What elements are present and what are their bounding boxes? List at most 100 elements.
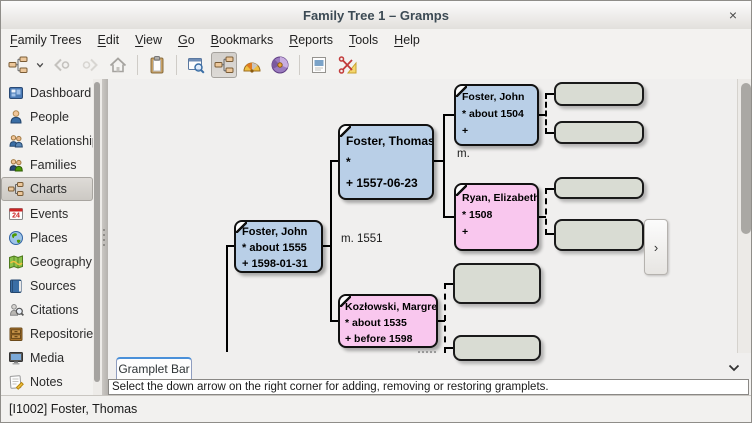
menu-edit[interactable]: Edit xyxy=(97,33,120,47)
sidebar-item-notes[interactable]: Notes xyxy=(1,370,93,394)
toolbar-separator xyxy=(299,55,300,75)
pedigree-view-button[interactable] xyxy=(5,52,31,78)
sidebar-item-label: Relationships xyxy=(30,134,106,149)
connector-line xyxy=(443,114,454,116)
canvas-scrollbar-thumb[interactable] xyxy=(741,83,751,234)
back-button[interactable] xyxy=(49,52,75,78)
fan-chart-button[interactable] xyxy=(239,52,265,78)
charts-icon xyxy=(8,182,24,197)
sidebar-item-label: Families xyxy=(30,158,77,173)
sidebar-item-sources[interactable]: Sources xyxy=(1,274,93,298)
sidebar-item-label: Repositories xyxy=(30,326,100,341)
category-sidebar: Dashboard People Relationships Families … xyxy=(1,79,105,395)
gramplet-collapse-button[interactable] xyxy=(725,361,743,375)
person-name: Foster, John xyxy=(462,91,525,103)
back-arrow-icon xyxy=(54,58,70,72)
sidebar-item-repositories[interactable]: Repositories xyxy=(1,322,99,346)
marriage-label: m. xyxy=(457,148,470,160)
pedigree-canvas: Foster, John * about 1555 + 1598-01-31 F… xyxy=(108,79,751,379)
connector-line-dashed xyxy=(546,188,554,190)
sidebar-item-events[interactable]: 24 Events xyxy=(1,201,93,225)
sidebar-item-families[interactable]: Families xyxy=(1,153,93,177)
connector-line-dashed xyxy=(438,320,445,322)
person-box-active[interactable]: Foster, John * about 1555 + 1598-01-31 xyxy=(234,220,323,273)
menu-reports[interactable]: Reports xyxy=(289,33,333,47)
pedigree-icon xyxy=(8,56,28,73)
empty-person-box[interactable] xyxy=(554,121,644,144)
full-circle-fan-chart-button[interactable] xyxy=(267,52,293,78)
menu-family-trees[interactable]: Family Trees xyxy=(10,33,82,47)
connector-line-dashed xyxy=(445,283,453,285)
pane-splitter[interactable] xyxy=(102,79,108,395)
title-bar: Family Tree 1 – Gramps × xyxy=(1,1,751,30)
forward-button[interactable] xyxy=(77,52,103,78)
person-box-grandmother[interactable]: Ryan, Elizabeth * 1508 + xyxy=(454,183,539,251)
notes-icon xyxy=(9,375,24,391)
sidebar-item-label: Geography xyxy=(30,254,92,269)
menu-view[interactable]: View xyxy=(135,33,162,47)
connector-line-dashed xyxy=(545,188,547,235)
menu-bookmarks[interactable]: Bookmarks xyxy=(210,33,274,47)
print-button[interactable] xyxy=(306,52,332,78)
gramplet-bar-tab[interactable]: Gramplet Bar xyxy=(116,357,192,379)
close-button[interactable]: × xyxy=(728,7,738,23)
places-icon xyxy=(9,230,23,245)
sidebar-item-relationships[interactable]: Relationships xyxy=(1,129,105,153)
home-button[interactable] xyxy=(105,52,131,78)
connector-line-dashed xyxy=(445,347,453,349)
sidebar-item-label: Charts xyxy=(30,182,67,197)
person-birth: * 1508 xyxy=(462,209,493,221)
families-icon xyxy=(9,159,23,172)
media-icon xyxy=(9,352,23,365)
person-birth: * xyxy=(346,155,351,169)
dashboard-icon xyxy=(9,87,23,100)
sidebar-item-charts[interactable]: Charts xyxy=(1,177,93,202)
menu-help[interactable]: Help xyxy=(394,33,420,47)
empty-person-box[interactable] xyxy=(554,219,644,251)
person-birth: * about 1555 xyxy=(242,242,307,254)
screenshot-button[interactable] xyxy=(334,52,360,78)
sidebar-item-citations[interactable]: Citations xyxy=(1,298,93,322)
sidebar-item-dashboard[interactable]: Dashboard xyxy=(1,81,93,105)
sidebar-item-label: Dashboard xyxy=(30,86,92,101)
clipboard-button[interactable] xyxy=(144,52,170,78)
expand-right-button[interactable]: › xyxy=(644,219,668,275)
pedigree-icon xyxy=(214,56,234,73)
connector-line-dashed xyxy=(546,132,554,134)
sidebar-item-places[interactable]: Places xyxy=(1,226,93,250)
person-box-father[interactable]: Foster, Thomas * + 1557-06-23 xyxy=(338,124,434,200)
fold-corner xyxy=(236,222,247,233)
connector-line xyxy=(227,245,235,247)
print-icon xyxy=(312,57,326,73)
more-indicator-dots xyxy=(418,351,436,353)
connector-line-dashed xyxy=(545,93,547,134)
empty-person-box[interactable] xyxy=(554,177,644,199)
configure-view-button[interactable] xyxy=(183,52,209,78)
pedigree-chart-button[interactable] xyxy=(211,52,237,78)
canvas-scrollbar[interactable] xyxy=(737,79,751,353)
empty-person-box[interactable] xyxy=(453,335,541,361)
connector-line xyxy=(443,114,445,218)
status-bar: [I1002] Foster, Thomas xyxy=(1,395,751,422)
fold-corner xyxy=(456,185,467,196)
menu-tools[interactable]: Tools xyxy=(348,33,379,47)
sidebar-item-people[interactable]: People xyxy=(1,105,93,129)
sidebar-item-label: Notes xyxy=(30,375,63,390)
connector-line xyxy=(323,245,332,247)
sidebar-scrollbar[interactable] xyxy=(93,79,102,395)
sidebar-scrollbar-thumb[interactable] xyxy=(94,82,100,382)
sidebar-item-media[interactable]: Media xyxy=(1,346,93,370)
configure-view-icon xyxy=(188,58,205,74)
sidebar-item-geography[interactable]: Geography xyxy=(1,250,93,274)
empty-person-box[interactable] xyxy=(554,82,644,106)
person-box-mother[interactable]: Kozłowski, Margret * about 1535 + before… xyxy=(338,294,438,348)
people-icon xyxy=(10,110,22,124)
view-dropdown-button[interactable] xyxy=(33,52,47,78)
repositories-icon xyxy=(9,327,23,341)
toolbar xyxy=(1,51,751,80)
menu-go[interactable]: Go xyxy=(177,33,195,47)
person-box-grandfather[interactable]: Foster, John * about 1504 + xyxy=(454,84,539,146)
empty-person-box[interactable] xyxy=(453,263,541,304)
home-icon xyxy=(109,57,127,73)
